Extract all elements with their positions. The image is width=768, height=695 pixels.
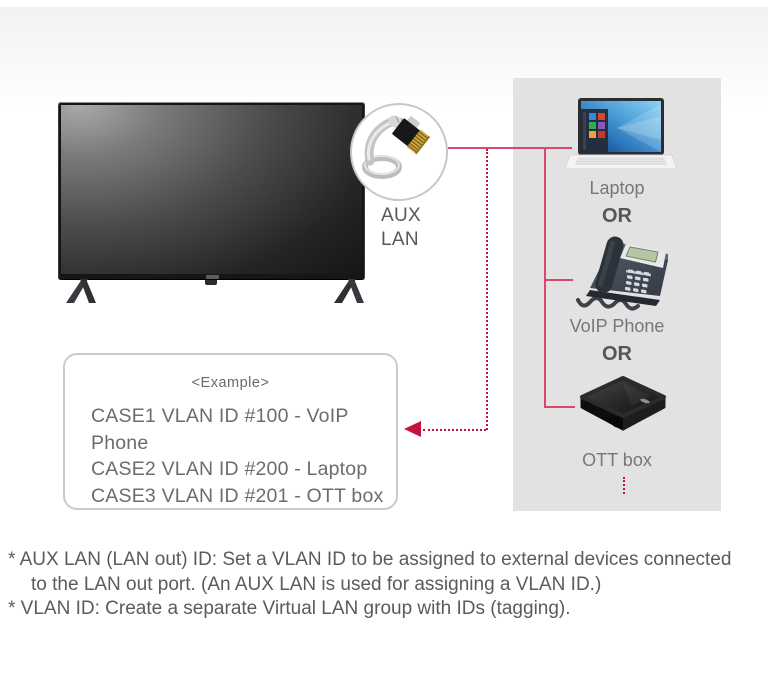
dotted-line-horizontal — [423, 429, 486, 431]
aux-lan-label-line1: AUX — [381, 205, 421, 226]
connector-line-vertical — [544, 147, 546, 408]
tv-screen — [61, 105, 362, 274]
tv-image — [58, 102, 365, 280]
ott-box-icon — [580, 376, 666, 431]
laptop-icon — [565, 98, 677, 172]
aux-lan-label-line2: LAN — [381, 229, 419, 250]
connector-line-to-ott — [546, 406, 575, 408]
device-label-laptop: Laptop — [589, 178, 645, 198]
devices-panel: Laptop OR — [513, 78, 721, 511]
example-box: <Example> CASE1 VLAN ID #100 - VoIP Phon… — [63, 353, 398, 510]
example-case-list: CASE1 VLAN ID #100 - VoIP Phone CASE2 VL… — [91, 403, 396, 509]
example-pointer-arrow-icon — [404, 421, 421, 437]
dotted-line-vertical — [486, 149, 488, 430]
example-case-2: CASE2 VLAN ID #200 - Laptop — [91, 458, 368, 480]
footnote-line-3: * VLAN ID: Create a separate Virtual LAN… — [8, 598, 571, 619]
footnotes: * AUX LAN (LAN out) ID: Set a VLAN ID to… — [8, 548, 764, 622]
connector-line-tv-to-laptop — [448, 147, 572, 149]
example-case-3: CASE3 VLAN ID #201 - OTT box — [91, 484, 384, 507]
dotted-line-tail — [623, 477, 625, 494]
footnote-line-1: * AUX LAN (LAN out) ID: Set a VLAN ID to… — [8, 549, 732, 570]
example-title: <Example> — [191, 375, 270, 391]
footnote-line-2: to the LAN out port. (An AUX LAN is used… — [31, 573, 602, 595]
connector-line-to-phone — [546, 279, 573, 281]
device-label-voip-phone: VoIP Phone — [569, 316, 665, 336]
or-separator-1: OR — [602, 205, 632, 227]
tv-power-stub — [205, 280, 217, 285]
lg-logo — [206, 275, 219, 279]
tv-leg-right — [334, 279, 364, 303]
lan-cable-inset — [350, 103, 448, 201]
or-separator-2: OR — [602, 343, 632, 365]
device-label-ott-box: OTT box — [582, 450, 652, 470]
example-case-1: CASE1 VLAN ID #100 - VoIP Phone — [91, 405, 349, 454]
tv-leg-left — [66, 279, 96, 303]
aux-lan-label: AUX LAN — [381, 204, 421, 252]
voip-phone-icon — [576, 236, 668, 311]
lan-cable-icon — [362, 115, 431, 179]
